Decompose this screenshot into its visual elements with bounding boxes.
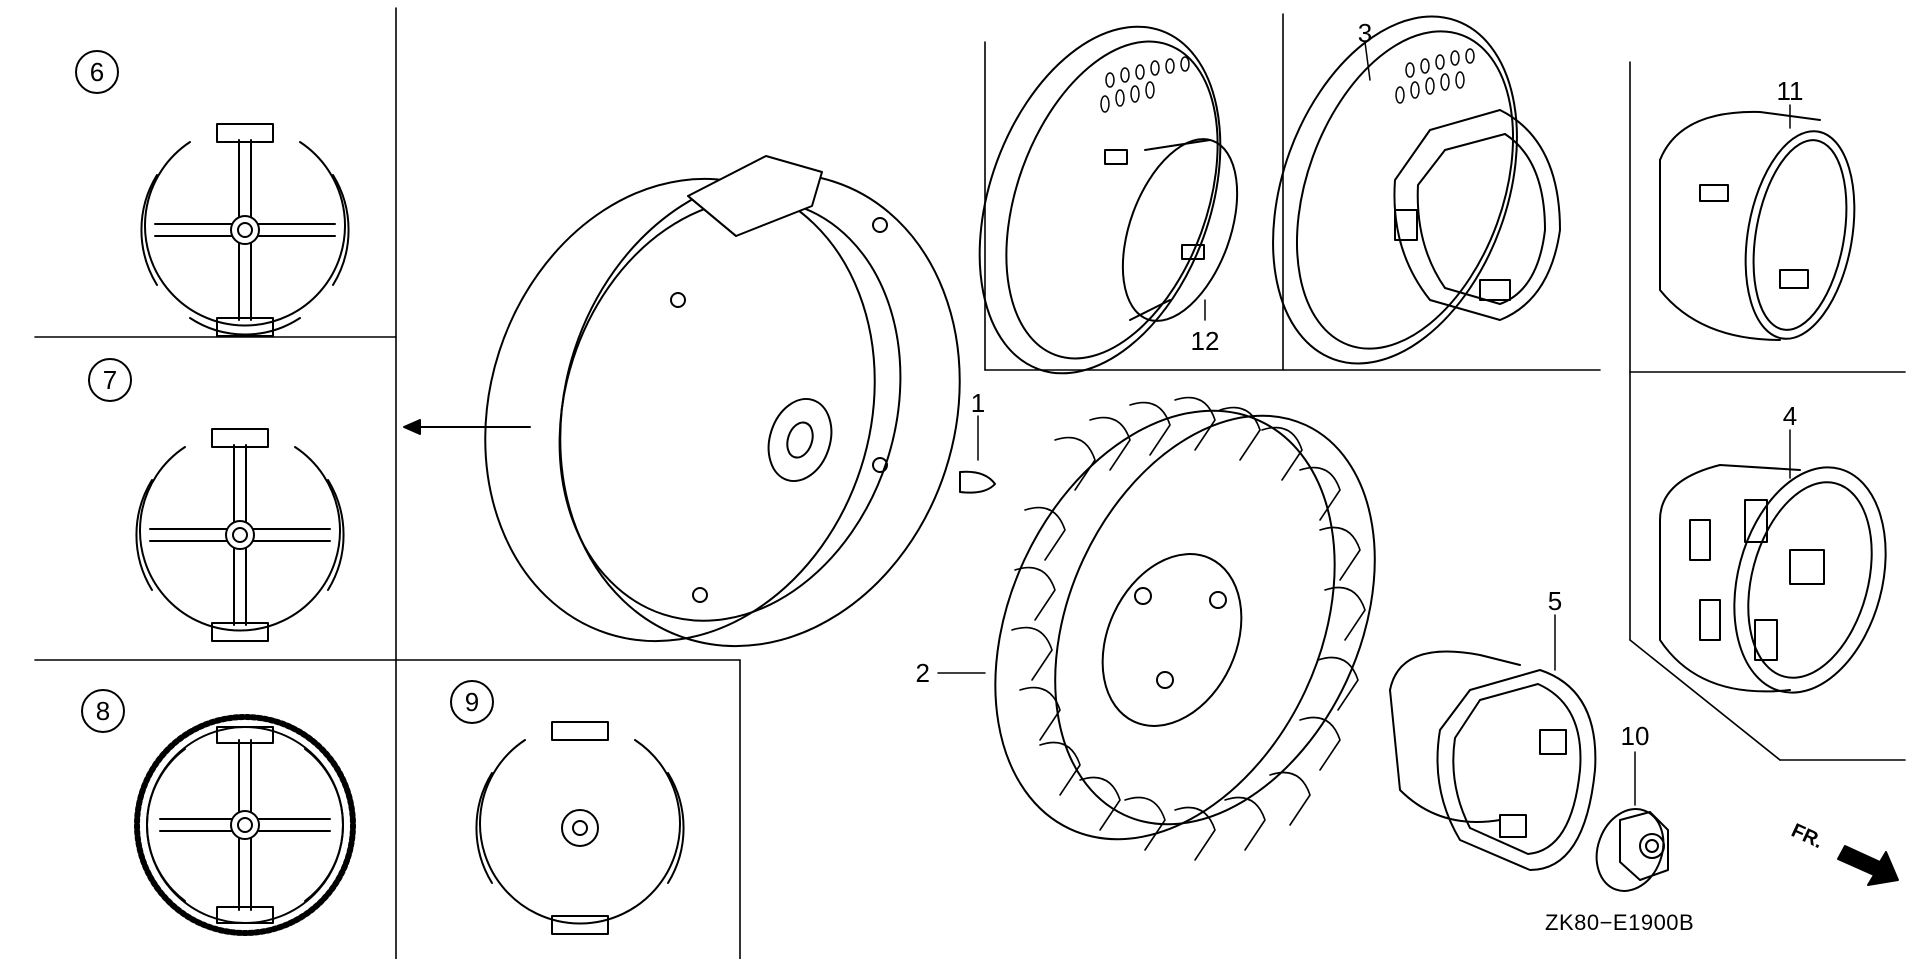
- diagram-code: ZK80−E1900B: [1545, 910, 1694, 935]
- callout-4: 4: [1783, 401, 1797, 431]
- callout-9: 9: [465, 687, 479, 717]
- starter-pulley-3: [1272, 15, 1561, 365]
- callout-11: 11: [1777, 76, 1804, 106]
- callout-7: 7: [103, 365, 117, 395]
- variant-8-ring-gear-cup: [134, 714, 356, 936]
- starter-ratchet-4: [1659, 429, 1887, 694]
- starter-cup-5: [1389, 614, 1597, 871]
- variant-6-recoil-cup: [140, 123, 350, 337]
- panel-dividers: [34, 7, 1906, 960]
- callout-labels: 6 7 8 9 1 2 3 4 5 10 11 12 FR. ZK80−E190…: [75, 18, 1826, 935]
- variant-7-recoil-cup: [135, 428, 345, 642]
- cooling-fan: [937, 396, 1376, 861]
- front-direction-arrow-icon: [1837, 845, 1899, 886]
- callout-8: 8: [96, 696, 110, 726]
- callout-2: 2: [916, 658, 930, 688]
- callout-5: 5: [1548, 586, 1562, 616]
- front-label: FR.: [1788, 820, 1826, 854]
- callout-3: 3: [1358, 18, 1372, 48]
- flywheel-cover: [484, 155, 961, 648]
- callout-6: 6: [90, 57, 104, 87]
- callout-1: 1: [971, 388, 985, 418]
- starter-sleeve-11: [1659, 104, 1856, 341]
- variant-9-flat-cup: [475, 721, 685, 935]
- woodruff-key: [959, 415, 996, 494]
- starter-pulley-12: [978, 25, 1239, 375]
- direction-arrow-icon: [403, 419, 531, 435]
- callout-12: 12: [1191, 326, 1220, 356]
- callout-10: 10: [1621, 721, 1650, 751]
- flange-nut-10: [1595, 751, 1669, 892]
